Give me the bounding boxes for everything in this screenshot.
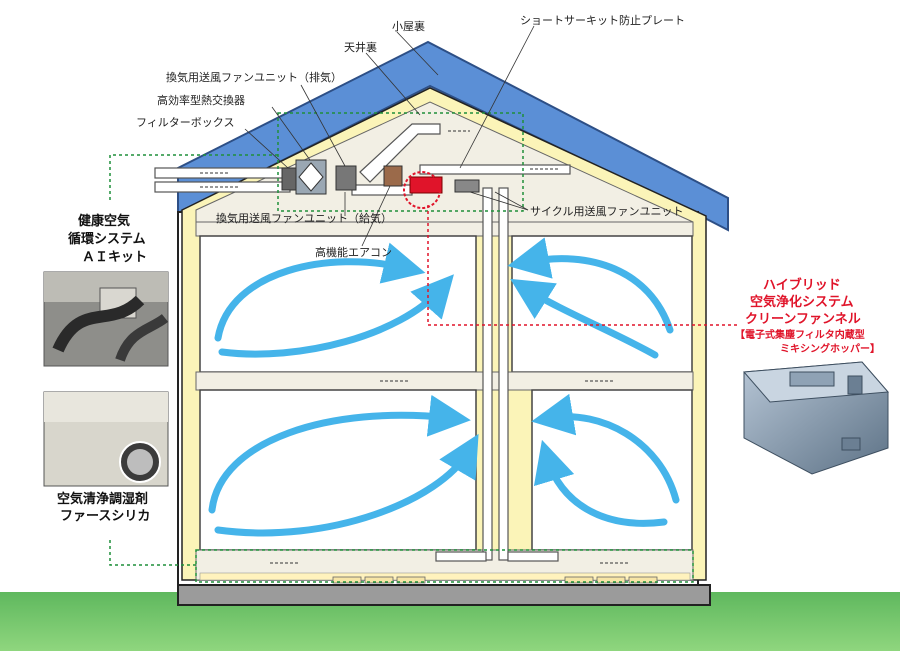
hybrid-unit-photo: [744, 362, 888, 474]
floor-plenum-mid: [196, 372, 693, 390]
aircon-unit: [384, 166, 402, 186]
label-aircon: 高機能エアコン: [315, 245, 392, 259]
label-heat-exchanger: 高効率型熱交換器: [157, 93, 245, 107]
label-filter-box: フィルターボックス: [136, 116, 234, 129]
kit-title-line2: 循環システム: [68, 231, 146, 247]
hybrid-note-line2: ミキシングホッパー】: [780, 342, 880, 355]
label-exhaust-fan: 換気用送風ファンユニット（排気）: [166, 70, 342, 84]
silica-photo: [44, 392, 168, 486]
kit-title-line3: ＡＩキット: [82, 250, 147, 265]
label-ceiling-space: 天井裏: [344, 40, 377, 54]
hybrid-line2: 空気浄化システム: [750, 294, 854, 310]
label-attic: 小屋裏: [392, 19, 425, 33]
label-supply-fan: 換気用送風ファンユニット（給気）: [216, 211, 392, 225]
filter-box: [282, 168, 296, 190]
silica-line2: ファースシリカ: [60, 509, 150, 524]
kit-title-line1: 健康空気: [78, 213, 130, 229]
silica-line1: 空気清浄調湿剤: [57, 491, 148, 507]
hybrid-line1: ハイブリッド: [763, 277, 841, 293]
hybrid-note-line1: 【電子式集塵フィルタ内蔵型: [735, 328, 865, 341]
exhaust-fan-unit: [336, 166, 356, 190]
kit-photo: [44, 272, 168, 366]
label-short-circuit-plate: ショートサーキット防止プレート: [520, 13, 685, 27]
cycle-fan-unit: [455, 180, 479, 192]
room-2f-right: [512, 236, 692, 372]
label-cycle-fan: サイクル用送風ファンユニット: [530, 204, 683, 218]
heat-exchanger-icon: [296, 160, 326, 194]
foundation: [178, 585, 710, 605]
hybrid-line3: クリーンファンネル: [745, 312, 861, 327]
